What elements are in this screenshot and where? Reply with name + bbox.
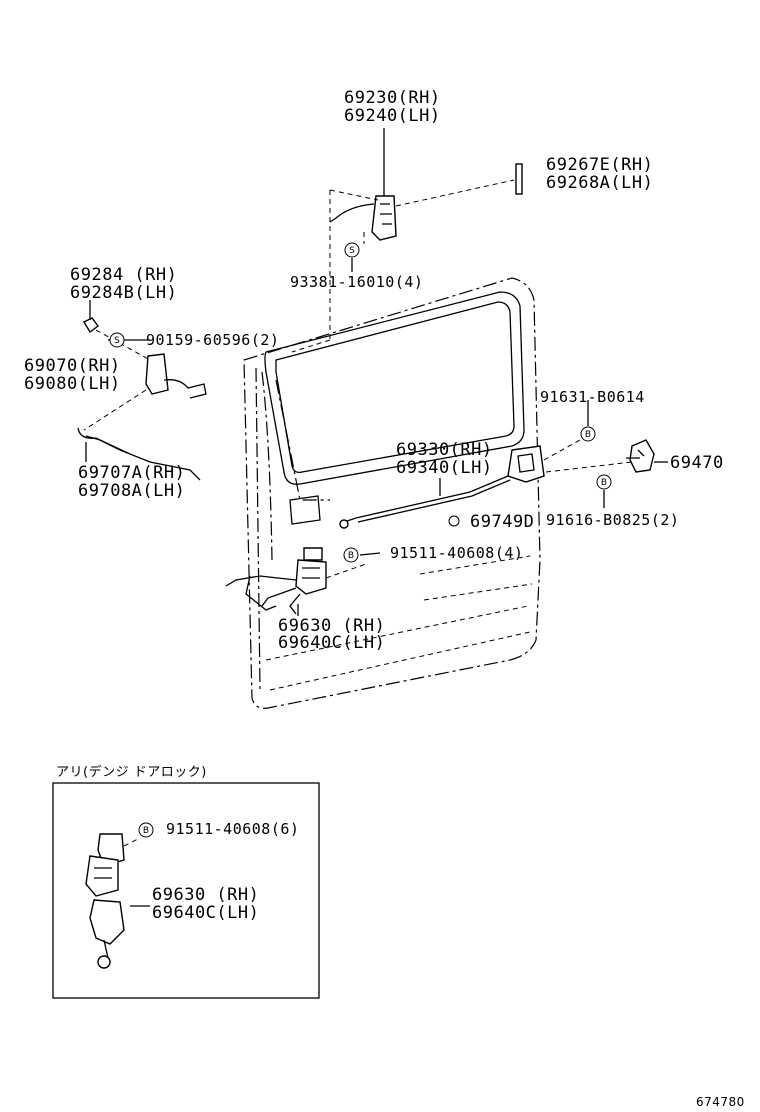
outside-handle-assembly [291,128,523,353]
label-lower-lock-lh: 69640C(LH) [278,633,386,653]
label-rear-lock-rh: 69330(RH) [396,440,493,460]
symbol-s-label: S [349,246,355,256]
label-lock-remote-rh: 69070(RH) [24,356,121,376]
rear-lock-assembly [339,400,633,529]
symbol-s-label: S [114,336,120,346]
label-inset-bolt: 91511-40608(6) [166,820,300,838]
label-screw-front: 90159-60596(2) [146,331,280,349]
label-rear-lock-lh: 69340(LH) [396,458,493,478]
label-inset-lock-lh: 69640C(LH) [152,903,260,923]
symbol-b-upper-bolt: B [580,426,596,442]
label-outside-handle-lh: 69240(LH) [344,106,441,126]
clip-symbol [448,515,460,527]
label-lock-rod-clip-lh: 69284B(LH) [70,283,178,303]
symbol-b-striker-bolt: B [596,474,612,490]
label-lower-lock-rh: 69630 (RH) [278,616,386,636]
label-bolt-lower: 91511-40608(4) [390,544,524,562]
label-striker: 69470 [670,453,724,473]
label-bolt-rear-upper: 91631-B0614 [540,388,645,406]
door-window-frame [264,291,525,501]
symbol-b-label: B [348,551,354,561]
label-inset-lock-rh: 69630 (RH) [152,885,260,905]
label-bolt-striker: 91616-B0825(2) [546,511,680,529]
label-lock-remote-lh: 69080(LH) [24,374,121,394]
symbol-b-label: B [601,478,607,488]
label-lock-rod-clip-rh: 69284 (RH) [70,265,178,285]
symbol-b-lower-bolt: B [343,547,359,563]
symbol-b-label: B [585,430,591,440]
label-rod-front-lh: 69708A(LH) [78,481,186,501]
label-handle-pad-lh: 69268A(LH) [546,173,654,193]
inset-caption: アリ(デンジ ドアロック) [56,765,207,780]
label-screw-handle: 93381-16010(4) [290,273,424,291]
symbol-b-label: B [143,826,149,836]
inset-electric-lock [52,782,320,999]
symbol-s-handle-screw: S [344,242,360,258]
symbol-b-inset-bolt: B [138,822,154,838]
label-outside-handle-rh: 69230(RH) [344,88,441,108]
label-handle-pad-rh: 69267E(RH) [546,155,654,175]
symbol-s-front-screw: S [109,332,125,348]
label-rod-front-rh: 69707A(RH) [78,463,186,483]
striker [626,439,668,473]
figure-number: 674780 [696,1095,745,1109]
front-lock-assembly [77,300,207,481]
door-outline [243,277,541,709]
door-body-lines [265,495,533,691]
lower-lock-assembly [225,547,381,616]
label-clip-rod: 69749D [470,512,535,532]
